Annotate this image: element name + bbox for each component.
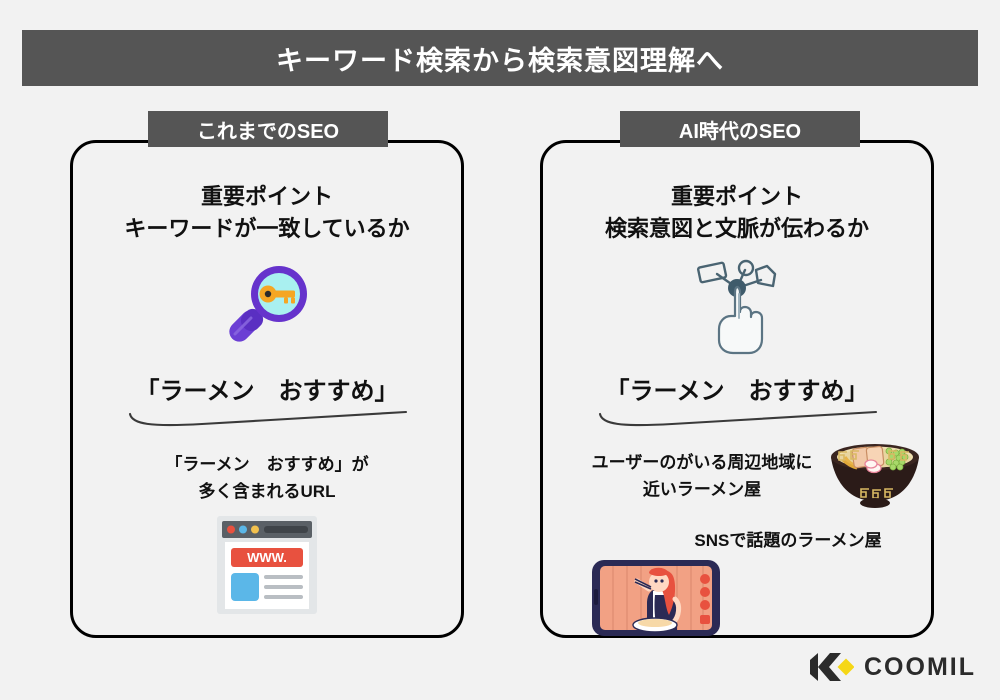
right-keyword-text: 「ラーメン おすすめ」 <box>605 378 869 405</box>
browser-address-label: WWW. <box>247 550 287 565</box>
page-header-bar: キーワード検索から検索意図理解へ <box>22 30 978 86</box>
left-keyword-block: 「ラーメン おすすめ」 <box>73 371 461 430</box>
panel-ai-seo: 重要ポイント 検索意図と文脈が伝わるか 「ラーメン おすすめ」 <box>540 140 934 638</box>
left-underline-swoosh <box>128 410 408 427</box>
right-icon-area <box>543 251 931 361</box>
right-result-text-sns: SNSで話題のラーメン屋 <box>694 531 882 550</box>
badge-traditional-seo: これまでのSEO <box>148 111 388 147</box>
right-point-block: 重要ポイント 検索意図と文脈が伝わるか <box>543 181 931 245</box>
magnifier-key-icon <box>229 266 307 342</box>
right-keyword-block: 「ラーメン おすすめ」 <box>543 371 931 430</box>
left-result-text: 「ラーメン おすすめ」が 多く含まれるURL <box>165 455 369 502</box>
right-result-text-local: ユーザーのがいる周辺地域に 近いラーメン屋 <box>591 453 813 500</box>
left-icon-area <box>73 251 461 361</box>
left-point-title: 重要ポイント <box>200 184 333 209</box>
coomil-chevron-diamond-logo <box>810 653 854 681</box>
left-keyword-text: 「ラーメン おすすめ」 <box>135 378 399 405</box>
tap-intent-icon <box>697 259 777 355</box>
coomil-logo-text: COOMIL <box>864 652 976 681</box>
page-title: キーワード検索から検索意図理解へ <box>276 45 724 76</box>
right-underline-swoosh <box>598 410 878 427</box>
left-point-subtitle: キーワードが一致しているか <box>124 215 410 241</box>
right-point-title: 重要ポイント <box>670 184 803 209</box>
phone-video-illustration <box>591 559 721 642</box>
badge-ai-seo: AI時代のSEO <box>620 111 860 147</box>
panel-traditional-seo: 重要ポイント キーワードが一致しているか 「ラーメン おすすめ」 <box>70 140 464 638</box>
right-point-subtitle: 検索意図と文脈が伝わるか <box>604 215 869 241</box>
coomil-logo: COOMIL <box>810 652 976 682</box>
left-point-block: 重要ポイント キーワードが一致しているか <box>73 181 461 245</box>
browser-window-illustration: WWW. <box>216 515 318 620</box>
ramen-bowl-illustration <box>827 435 923 516</box>
